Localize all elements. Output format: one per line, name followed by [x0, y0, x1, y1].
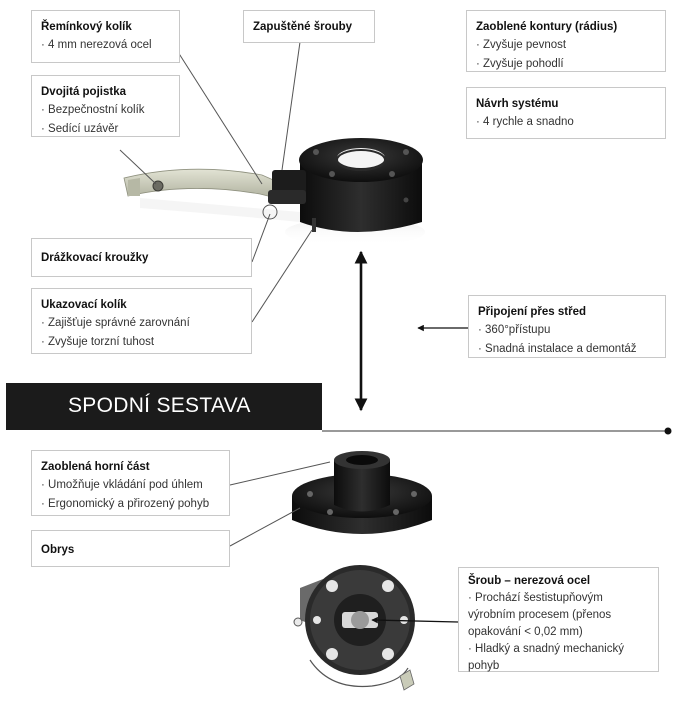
callout-line: · Bezpečnostní kolík [41, 104, 145, 116]
callout-center-connection: Připojení přes střed · 360°přístupu · Sn… [468, 295, 666, 358]
callout-line: · Snadná instalace a demontáž [478, 343, 637, 355]
callout-line: · Sedící uzávěr [41, 123, 119, 135]
callout-line: · Hladký a snadný mechanický [468, 643, 624, 655]
callout-title: Šroub – nerezová ocel [468, 575, 591, 587]
callout-title: Dvojitá pojistka [41, 86, 126, 98]
underside-part [293, 565, 415, 691]
callout-title: Zaoblená horní část [41, 461, 150, 473]
callout-system-design: Návrh systému · 4 rychle a snadno [466, 87, 666, 139]
callout-line: · Ergonomický a přirozený pohyb [41, 498, 210, 510]
callout-line: · 360°přístupu [478, 324, 551, 336]
callout-line: opakování < 0,02 mm) [468, 626, 583, 638]
callout-grooving-rings: Drážkovací kroužky [31, 238, 252, 277]
callout-line: · 4 rychle a snadno [476, 116, 574, 128]
callout-line: pohyb [468, 660, 500, 672]
callout-rounded-top: Zaoblená horní část · Umožňuje vkládání … [31, 450, 230, 516]
section-title: SPODNÍ SESTAVA [68, 394, 251, 417]
callout-rounded-contours: Zaoblené kontury (rádius) · Zvyšuje pevn… [466, 10, 666, 72]
callout-double-lock: Dvojitá pojistka · Bezpečnostní kolík · … [31, 75, 180, 137]
callout-indicator-pin: Ukazovací kolík · Zajišťuje správné zaro… [31, 288, 252, 354]
callout-line: · Prochází šestistupňovým [468, 592, 603, 604]
callout-title: Drážkovací kroužky [41, 252, 149, 264]
section-band: SPODNÍ SESTAVA [6, 383, 322, 430]
callout-outline: Obrys [31, 530, 230, 567]
callout-title: Návrh systému [476, 98, 559, 110]
callout-line: · Zvyšuje pohodlí [476, 58, 564, 70]
callout-line: · Zajišťuje správné zarovnání [41, 317, 190, 329]
callout-title: Zapuštěné šrouby [253, 21, 353, 33]
callout-screw-steel: Šroub – nerezová ocel · Prochází šestist… [458, 567, 659, 672]
callout-title: Zaoblené kontury (rádius) [476, 21, 618, 33]
top-assembly-part [123, 138, 425, 246]
callout-line: výrobním procesem (přenos [468, 609, 612, 621]
callout-line: · Zvyšuje pevnost [476, 39, 567, 51]
leader-lines [119, 41, 331, 547]
bottom-assembly-part [292, 451, 432, 534]
callout-line: · Umožňuje vkládání pod úhlem [41, 479, 203, 491]
section-divider-dot [664, 427, 672, 435]
callout-line: · 4 mm nerezová ocel [41, 39, 152, 51]
callout-title: Řemínkový kolík [41, 21, 132, 33]
callout-line: · Zvyšuje torzní tuhost [41, 336, 155, 348]
callout-strap-pin: Řemínkový kolík · 4 mm nerezová ocel [31, 10, 180, 63]
callout-title: Obrys [41, 544, 75, 556]
callout-title: Ukazovací kolík [41, 299, 127, 311]
callout-recessed-screws: Zapuštěné šrouby [243, 10, 375, 43]
callout-title: Připojení přes střed [478, 306, 587, 318]
